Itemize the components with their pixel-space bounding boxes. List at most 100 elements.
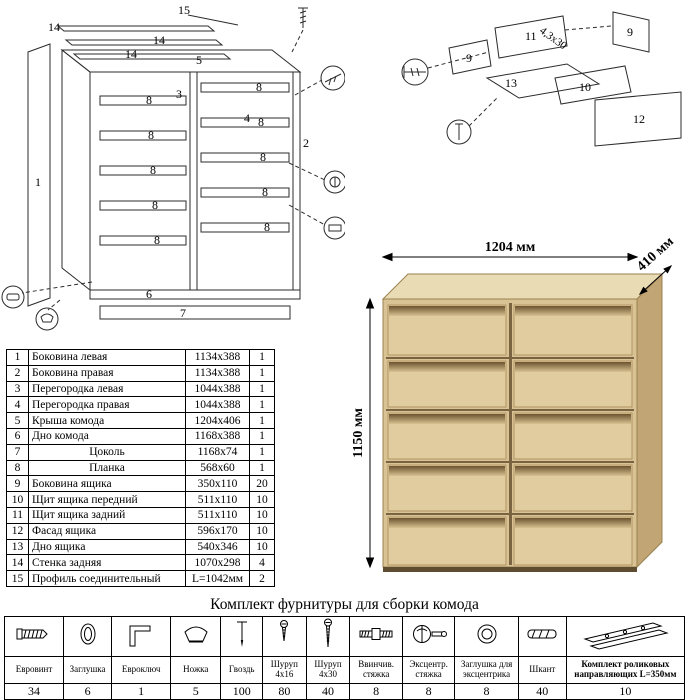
hardware-qty: 8 bbox=[349, 683, 403, 700]
drawer-handle-grooves bbox=[389, 306, 631, 528]
part-qty: 20 bbox=[249, 475, 275, 493]
screw-4x16-icon bbox=[280, 620, 289, 642]
hardware-qty: 6 bbox=[63, 683, 113, 700]
cam-cap-icon bbox=[477, 624, 497, 644]
part-qty: 10 bbox=[249, 491, 275, 508]
part-label: 12 bbox=[633, 112, 645, 126]
part-name: Профиль соединительный bbox=[28, 570, 186, 587]
euro-screw-icon bbox=[16, 628, 48, 640]
part-qty: 10 bbox=[249, 538, 275, 556]
hardware-qty: 40 bbox=[305, 683, 351, 700]
part-num: 10 bbox=[6, 491, 29, 508]
part-num: 5 bbox=[6, 412, 29, 429]
hardware-name: Заглушка для эксцентрика bbox=[454, 656, 519, 684]
part-size: 1204x406 bbox=[185, 412, 250, 429]
part-qty: 1 bbox=[249, 427, 275, 445]
part-name: Дно ящика bbox=[28, 538, 186, 556]
width-dimension: 1204 мм bbox=[485, 240, 536, 255]
part-label: 8 bbox=[148, 128, 154, 142]
part-label: 14 bbox=[153, 33, 165, 47]
screw-callout-icon bbox=[401, 58, 429, 86]
part-size: 1044x388 bbox=[185, 396, 250, 414]
part-num: 12 bbox=[6, 522, 29, 540]
part-qty: 1 bbox=[249, 396, 275, 414]
part-num: 14 bbox=[6, 554, 29, 572]
bolt-tie-icon bbox=[359, 628, 393, 640]
part-label: 4 bbox=[244, 111, 250, 125]
hardware-qty: 1 bbox=[111, 683, 172, 700]
chest-base-shadow bbox=[383, 567, 637, 572]
hardware-name: Эксцентр. стяжка bbox=[401, 656, 456, 684]
hardware-name: Гвоздь bbox=[220, 656, 263, 684]
nail-callout-icon bbox=[446, 119, 472, 145]
part-label: 9 bbox=[627, 25, 633, 39]
chest-render: 1204 мм 410 мм 1150 мм bbox=[351, 237, 677, 572]
hardware-qty: 80 bbox=[261, 683, 307, 700]
cam-callout-icon bbox=[323, 170, 345, 194]
part-label: 6 bbox=[146, 287, 152, 301]
part-label: 3 bbox=[176, 87, 182, 101]
part-label: 13 bbox=[505, 76, 517, 90]
part-size: 596x170 bbox=[185, 522, 250, 540]
part-name: Боковина ящика bbox=[28, 475, 186, 493]
part-label: 8 bbox=[154, 233, 160, 247]
part-size: 540x346 bbox=[185, 538, 250, 556]
depth-dimension: 410 мм bbox=[634, 237, 677, 275]
part-size: 350x110 bbox=[185, 475, 250, 493]
hardware-name: Евроключ bbox=[111, 656, 172, 684]
screw-4x30-icon bbox=[324, 618, 333, 648]
part-size: 1168x388 bbox=[185, 427, 250, 445]
hardware-name: Ножка bbox=[170, 656, 222, 684]
part-qty: 4 bbox=[249, 554, 275, 572]
plug-icon bbox=[80, 623, 96, 645]
hardware-name: Евровинт bbox=[3, 656, 65, 684]
cabinet-part-labels: 15 14 14 14 5 3 4 2 1 8 8 8 8 8 8 8 8 8 … bbox=[35, 3, 309, 320]
part-name: Фасад ящика bbox=[28, 522, 186, 540]
part-label: 15 bbox=[178, 3, 190, 17]
hardware-qty: 5 bbox=[170, 683, 222, 700]
hardware-qty-row: 34 6 1 5 100 80 40 8 8 8 40 10 bbox=[3, 683, 686, 700]
part-size: 1134x388 bbox=[185, 364, 250, 382]
part-label: 8 bbox=[260, 150, 266, 164]
part-name: Перегородка левая bbox=[28, 380, 186, 398]
part-label: 14 bbox=[125, 47, 137, 61]
part-label: 8 bbox=[152, 198, 158, 212]
part-label: 8 bbox=[264, 220, 270, 234]
hardware-name: Заглушка bbox=[63, 656, 113, 684]
cam-lock-icon bbox=[412, 625, 447, 643]
part-label: 8 bbox=[256, 80, 262, 94]
part-label: 8 bbox=[146, 93, 152, 107]
part-qty: 2 bbox=[249, 570, 275, 587]
part-size: 1070x298 bbox=[185, 554, 250, 572]
part-name: Планка bbox=[28, 459, 186, 477]
hardware-name: Шуруп 4x30 bbox=[305, 656, 351, 684]
part-qty: 1 bbox=[249, 443, 275, 461]
leg-callout-icon bbox=[35, 307, 59, 331]
hardware-name: Шкант bbox=[517, 656, 567, 684]
part-name: Боковина левая bbox=[28, 349, 186, 366]
screw-icon bbox=[298, 7, 308, 28]
part-num: 4 bbox=[6, 396, 29, 414]
hardware-qty: 34 bbox=[3, 683, 65, 700]
part-num: 7 bbox=[6, 443, 29, 461]
hardware-qty: 10 bbox=[565, 683, 686, 700]
dimension-arrows bbox=[365, 252, 673, 569]
nail-icon bbox=[236, 621, 247, 647]
part-size: 511x110 bbox=[185, 491, 250, 508]
drawer-exploded-diagram: 11 9 9 13 10 12 4,3x30 bbox=[401, 11, 682, 147]
part-size: L=1042мм bbox=[185, 570, 250, 587]
hardware-name: Ввинчив. стяжка bbox=[349, 656, 403, 684]
part-qty: 1 bbox=[249, 459, 275, 477]
part-label: 7 bbox=[180, 306, 186, 320]
part-qty: 10 bbox=[249, 522, 275, 540]
hardware-qty: 8 bbox=[454, 683, 519, 700]
